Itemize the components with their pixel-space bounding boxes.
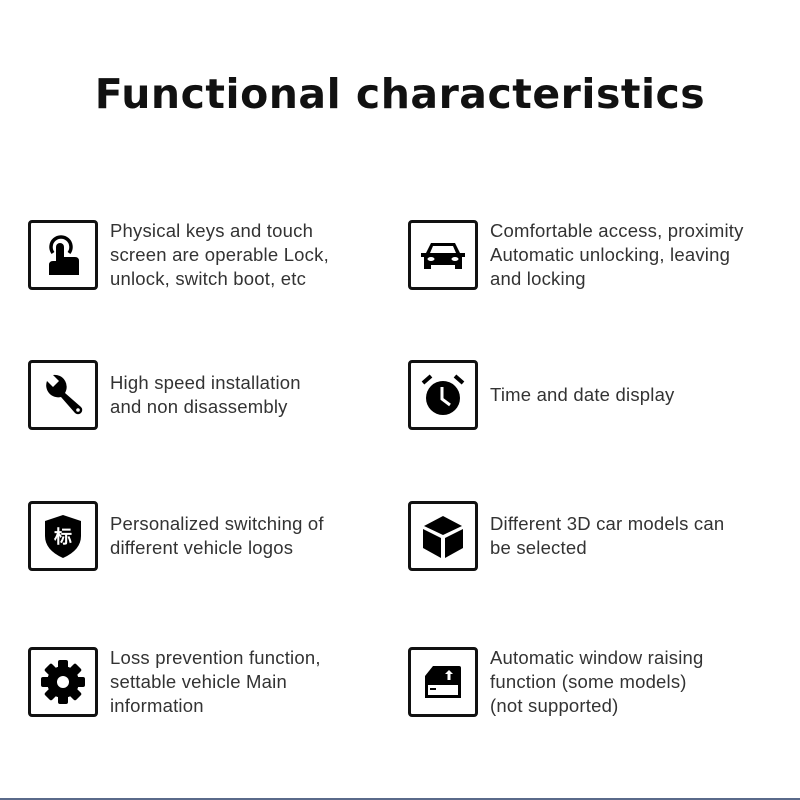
feature-text: Physical keys and touch screen are opera… (110, 220, 329, 289)
wrench-icon (28, 360, 98, 430)
feature-window: Automatic window raising function (some … (408, 646, 704, 718)
page-title: Functional characteristics (94, 70, 706, 118)
feature-install: High speed installation and non disassem… (28, 360, 301, 430)
feature-text: Personalized switching of different vehi… (110, 513, 324, 558)
window-raise-icon (408, 647, 478, 717)
feature-touch: Physical keys and touch screen are opera… (28, 219, 329, 291)
logo-glyph: 标 (53, 526, 72, 548)
gear-icon (28, 647, 98, 717)
bottom-divider (0, 798, 800, 800)
shield-logo-icon: 标 (28, 501, 98, 571)
feature-time: Time and date display (408, 360, 675, 430)
feature-loss-prevention: Loss prevention function, settable vehic… (28, 646, 321, 718)
cube-icon (408, 501, 478, 571)
feature-text: Time and date display (490, 384, 675, 405)
feature-text: Loss prevention function, settable vehic… (110, 647, 321, 716)
car-icon (408, 220, 478, 290)
feature-access: Comfortable access, proximity Automatic … (408, 219, 744, 291)
feature-text: Comfortable access, proximity Automatic … (490, 220, 744, 289)
feature-text: Different 3D car models can be selected (490, 513, 725, 558)
feature-3d-models: Different 3D car models can be selected (408, 501, 724, 571)
touch-hand-icon (28, 220, 98, 290)
feature-text: High speed installation and non disassem… (110, 372, 301, 417)
feature-logos: 标 Personalized switching of different ve… (28, 501, 324, 571)
feature-text: Automatic window raising function (some … (490, 647, 704, 716)
alarm-clock-icon (408, 360, 478, 430)
